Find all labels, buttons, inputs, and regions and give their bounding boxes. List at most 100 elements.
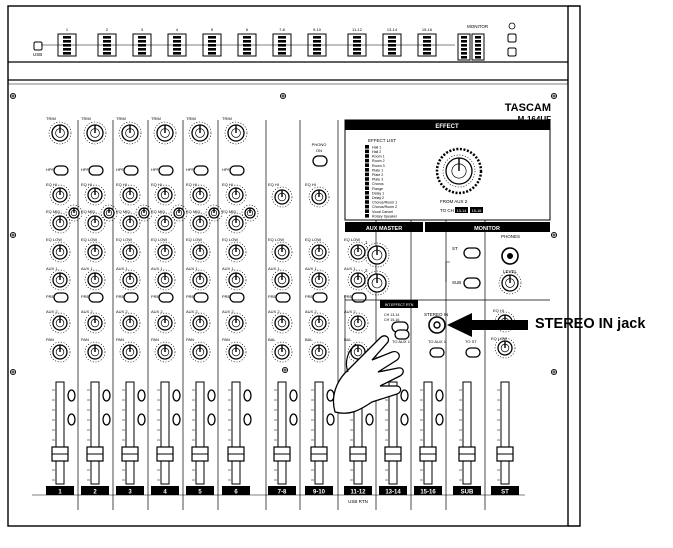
st-assign-switch <box>243 389 252 402</box>
hpf-switch <box>88 165 104 176</box>
aux1-label: AUX 1 <box>116 266 128 271</box>
stereo-in-label: STEREO IN <box>424 312 448 317</box>
phono-label: PHONO <box>312 142 327 147</box>
effect-list-marker <box>365 163 369 167</box>
eq-low-label: EQ LOW <box>305 237 321 242</box>
channel-number-label: ST <box>501 490 509 496</box>
effect-list-marker <box>365 195 369 200</box>
trim-label: TRIM <box>151 116 161 121</box>
st-assign-switch <box>435 389 444 402</box>
effect-to-ch: TO CH <box>440 208 454 213</box>
aux2-label: AUX 2 <box>116 309 128 314</box>
aux-master-1-knob <box>364 242 390 268</box>
effect-list-title: EFFECT LIST <box>368 138 396 143</box>
fader-strip <box>156 381 174 485</box>
st-assign-switch <box>67 389 76 402</box>
pan-knob <box>225 341 247 363</box>
effect-list-item: Chorus <box>372 182 384 186</box>
st-assign-switch <box>102 389 111 402</box>
pre-switch <box>88 292 104 303</box>
effect-selector-knob <box>442 154 476 188</box>
power-indicator <box>507 33 517 43</box>
pre-label: PRE <box>186 294 195 299</box>
aux2-knob <box>271 312 293 334</box>
fader-strip <box>121 381 139 485</box>
effect-selector-ring <box>435 147 483 195</box>
int-effect-sel2: CH 15-16 <box>384 318 399 322</box>
monitor-meter <box>471 33 485 61</box>
panel-screw <box>550 231 558 239</box>
effect-list-marker <box>365 181 369 186</box>
trim-knob <box>188 121 212 145</box>
channel-number-label: SUB <box>461 490 474 496</box>
effect-list-item: Room 1 <box>372 155 385 159</box>
effect-list-marker <box>365 204 369 209</box>
aux2-label: AUX 2 <box>222 309 234 314</box>
effect-list-marker <box>365 191 369 195</box>
channel-label-tab <box>453 486 481 495</box>
monitor-meter-header: MONITOR <box>467 24 489 29</box>
channel-number-label: 9-10 <box>313 490 326 496</box>
fader-strip <box>384 381 402 485</box>
eq-low-label: EQ LOW <box>151 237 167 242</box>
sub-assign-switch <box>326 413 335 426</box>
eq-hi-knob <box>154 184 176 206</box>
aux1-knob <box>271 269 293 291</box>
fader-strip <box>458 381 476 485</box>
panel-screw <box>550 368 558 376</box>
eq-low-knob <box>225 241 247 263</box>
aux1-label: AUX 1 <box>186 266 198 271</box>
top-meter-label: 6 <box>246 27 249 32</box>
stereo-in-jack-inner <box>433 321 441 329</box>
hpf-label: HPF <box>151 167 160 172</box>
eq-low-knob <box>189 241 211 263</box>
top-meter-label: 7-8 <box>279 27 286 32</box>
panel-screw <box>281 366 289 374</box>
aux2-label: AUX 2 <box>151 309 163 314</box>
pan-knob <box>119 341 141 363</box>
effect-list-marker <box>365 209 369 213</box>
channel-number-label: 6 <box>234 490 238 496</box>
channel-label-tab <box>151 486 179 495</box>
callout-arrow <box>447 313 528 337</box>
top-meter-label: 15-16 <box>422 27 433 32</box>
trim-knob <box>48 121 72 145</box>
stereo-in-to-st-switch <box>465 347 481 358</box>
stereo-in-to-aux: TO AUX 1 <box>428 339 447 344</box>
usb-rtn-label: USB RTN <box>348 499 368 504</box>
top-meter-label: 11-12 <box>352 27 363 32</box>
hpf-label: HPF <box>186 167 195 172</box>
eq-mid-knob <box>119 212 141 234</box>
top-meter-label: 4 <box>176 27 179 32</box>
power-icon <box>508 22 516 30</box>
trim-knob <box>153 121 177 145</box>
stereo-in-to-st: TO ST <box>465 339 477 344</box>
eq-hi-knob <box>225 184 247 206</box>
eq-mid-knob <box>154 212 176 234</box>
effect-list-marker <box>365 177 369 181</box>
channel-label-tab <box>268 486 296 495</box>
trim-label: TRIM <box>186 116 196 121</box>
eq-low-label: EQ LOW <box>344 237 360 242</box>
channel-number-label: 13-14 <box>385 490 401 496</box>
aux1-knob <box>189 269 211 291</box>
eq-hi-label: EQ HI <box>222 182 233 187</box>
channel-number-label: 11-12 <box>350 490 366 496</box>
channel-label-tab <box>46 486 74 495</box>
chassis-side <box>568 5 581 527</box>
aux1-label: AUX 1 <box>305 266 317 271</box>
eq-mid-knob <box>189 212 211 234</box>
stereo-in-eq-low-label: EQ LOW <box>491 336 507 341</box>
panel-screw <box>550 92 558 100</box>
eq-hi-knob <box>84 184 106 206</box>
aux1-label: AUX 1 <box>344 266 356 271</box>
effect-list-item: Flange <box>372 187 383 191</box>
effect-list-marker <box>365 145 369 149</box>
effect-list-item: Hall 1 <box>372 145 381 149</box>
usb-indicator <box>33 41 43 51</box>
aux-master-2-knob <box>364 270 390 296</box>
eq-low-label: EQ LOW <box>186 237 202 242</box>
effect-list-marker <box>365 158 369 163</box>
eq-low-label: EQ LOW <box>268 237 284 242</box>
int-effect-rtn-title: INT.EFFECT RTN <box>385 303 414 307</box>
